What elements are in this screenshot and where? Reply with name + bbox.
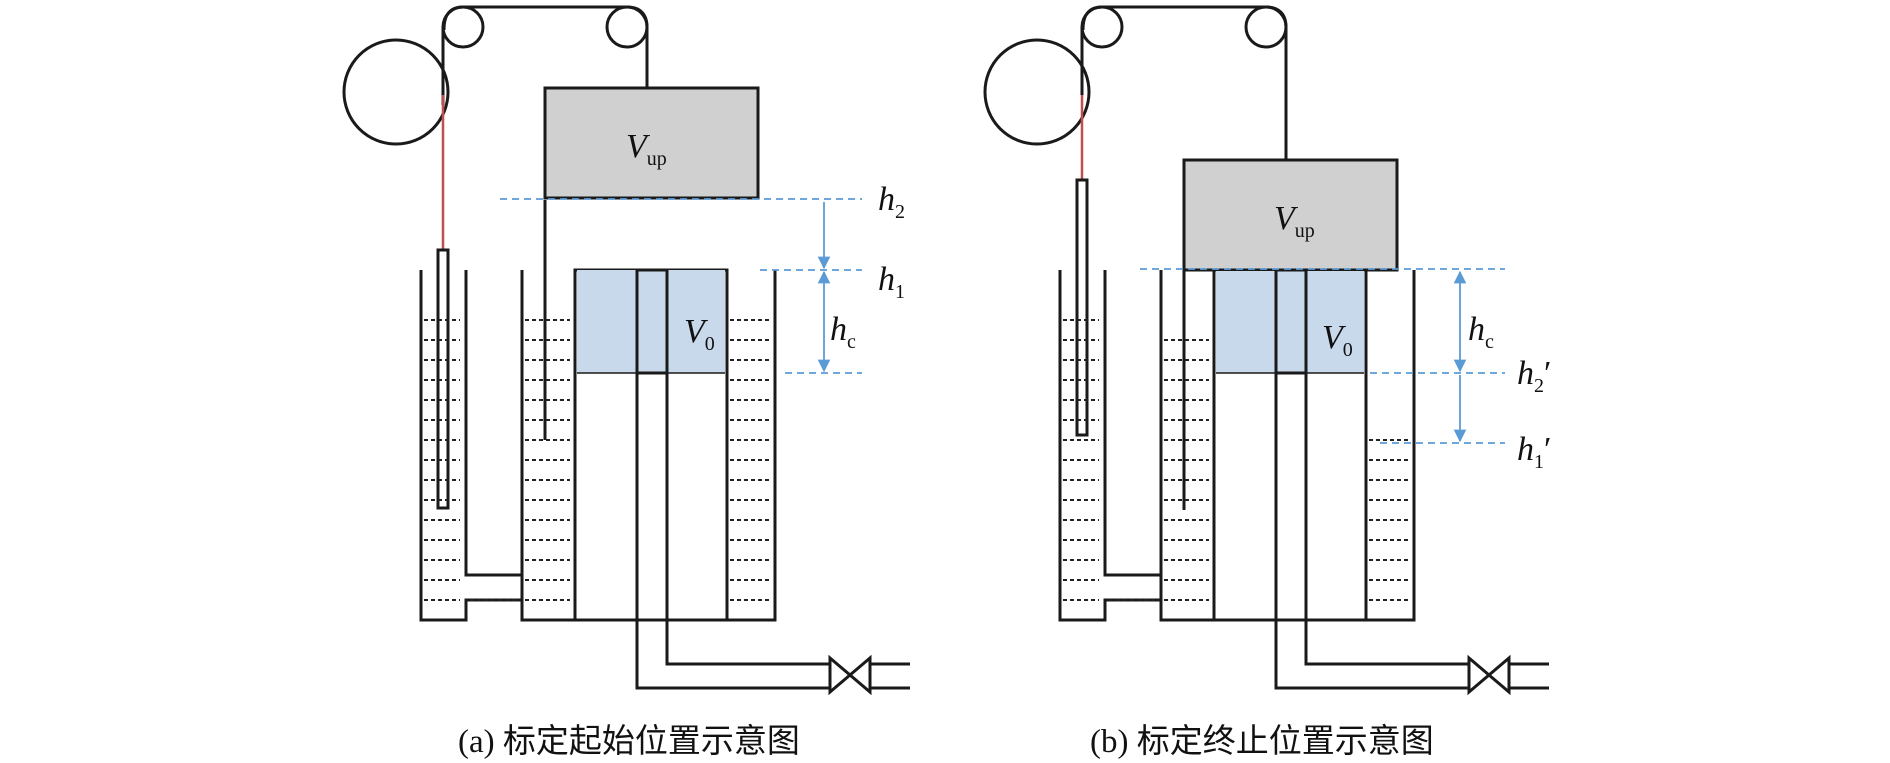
counterweight-wheel (342, 38, 450, 146)
valve-icon (828, 654, 872, 696)
panel-a (342, 5, 910, 696)
drain-pipe (635, 270, 830, 690)
upper-cup (543, 86, 760, 200)
liquid-marks (424, 319, 772, 601)
sample-volume (1216, 271, 1364, 373)
label-level-a-a: h2 (878, 181, 905, 223)
caption-a: (a) 标定起始位置示意图 (458, 723, 800, 760)
label-level-b-a: h1 (878, 261, 905, 303)
level-guides (500, 198, 862, 374)
drain-pipe (1274, 270, 1469, 690)
level-guides (1140, 268, 1505, 444)
panel-b (983, 5, 1549, 696)
label-level-b-b: h1′ (1517, 431, 1551, 473)
label-hc-a: hc (830, 311, 856, 353)
upper-cup (1182, 158, 1399, 272)
label-level-a-b: h2′ (1517, 355, 1551, 397)
valve-icon (1467, 654, 1511, 696)
rope (441, 5, 649, 105)
sensor-rod (1075, 178, 1089, 437)
caption-b: (b) 标定终止位置示意图 (1090, 723, 1434, 760)
counterweight-wheel (983, 38, 1091, 146)
manometer-tube (419, 270, 577, 622)
sample-volume (577, 270, 725, 373)
liquid-marks (1063, 319, 1411, 601)
label-hc-b: hc (1468, 311, 1494, 353)
manometer-tube (1058, 270, 1216, 622)
